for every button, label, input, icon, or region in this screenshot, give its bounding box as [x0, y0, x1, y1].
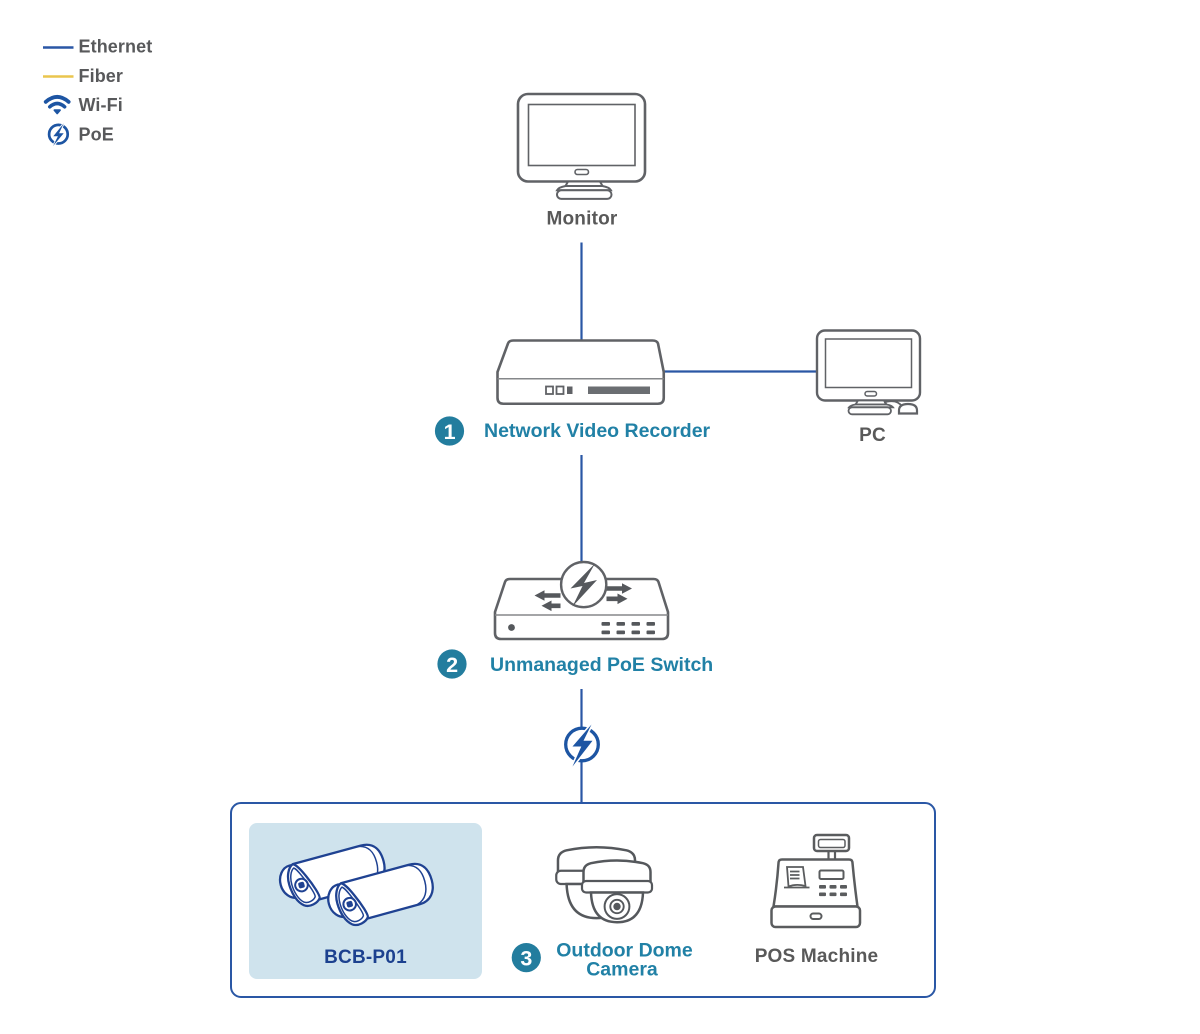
- svg-text:1: 1: [444, 420, 456, 444]
- svg-text:Monitor: Monitor: [546, 209, 617, 230]
- svg-text:Camera: Camera: [586, 959, 658, 981]
- svg-text:PC: PC: [859, 425, 886, 446]
- svg-text:Network Video Recorder: Network Video Recorder: [484, 420, 711, 442]
- svg-text:Outdoor Dome: Outdoor Dome: [556, 940, 693, 962]
- svg-text:POS Machine: POS Machine: [755, 946, 879, 967]
- svg-text:2: 2: [446, 653, 458, 677]
- svg-text:3: 3: [520, 946, 532, 970]
- svg-text:PoE: PoE: [79, 125, 114, 145]
- svg-text:Wi-Fi: Wi-Fi: [79, 95, 123, 115]
- svg-text:Fiber: Fiber: [79, 66, 124, 86]
- svg-text:Ethernet: Ethernet: [79, 37, 153, 57]
- svg-text:Unmanaged PoE Switch: Unmanaged PoE Switch: [490, 654, 713, 676]
- svg-text:BCB-P01: BCB-P01: [324, 947, 407, 968]
